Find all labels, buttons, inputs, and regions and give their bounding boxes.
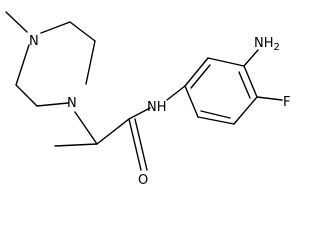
atom-n-piperazine-top: N [29, 34, 39, 49]
bond-c-nh [128, 107, 151, 120]
bond-ring-2 [69, 21, 96, 42]
structure-diagram: N N NH O NH2 F [5, 11, 291, 185]
bond-n-ch [74, 111, 98, 145]
bond-benz-2 [207, 57, 245, 67]
bond-ch-co [96, 118, 130, 145]
bond-co-1 [128, 118, 142, 171]
bond-ring-6 [15, 44, 30, 86]
bond-ch-methyl [54, 143, 98, 147]
bond-benz-1-inner [190, 64, 211, 89]
bond-nh2 [243, 49, 259, 67]
atom-n-piperazine-bottom: N [67, 96, 77, 111]
bond-benz-4 [233, 96, 258, 125]
atom-o-carbonyl: O [138, 173, 148, 185]
bond-nh-ring [166, 85, 186, 101]
bond-co-2 [134, 118, 148, 171]
bond-benz-5 [197, 116, 235, 125]
bond-benz-1 [184, 57, 209, 87]
bond-ring-5 [15, 84, 38, 107]
atom-fluorine: F [283, 95, 290, 110]
bond-ring-4 [36, 102, 69, 107]
bond-benz-3 [243, 65, 258, 98]
atom-n-amide: NH [147, 100, 167, 115]
molecule-svg: N N NH O NH2 F [5, 11, 290, 185]
atom-nh2-main: NH [254, 36, 274, 51]
bond-methyl [5, 11, 28, 33]
bond-f [256, 96, 283, 101]
atom-nh2: NH2 [254, 36, 280, 53]
bond-benz-5-inner [200, 110, 231, 119]
bond-benz-6 [184, 85, 199, 118]
bond-benz-3-inner [238, 71, 251, 99]
atom-nh2-subscript: 2 [274, 42, 280, 53]
bond-ring-1 [40, 21, 71, 34]
bond-ring-3 [85, 40, 96, 85]
